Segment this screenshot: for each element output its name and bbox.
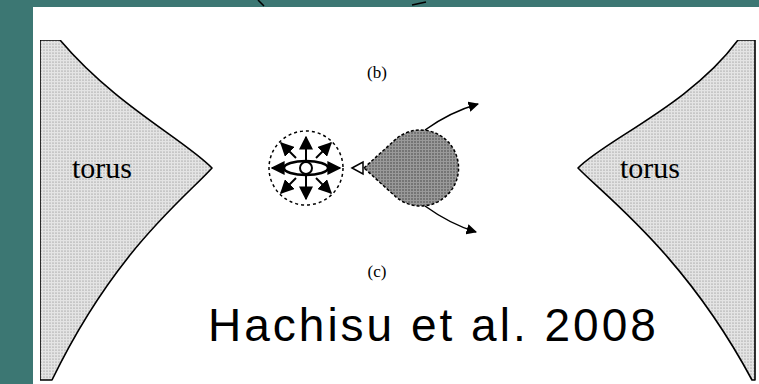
slide-band [0, 0, 759, 7]
region-label: torus [620, 153, 680, 183]
torus-shape [40, 40, 222, 382]
torus-region: torus [40, 40, 222, 382]
slide-band [0, 0, 33, 384]
region-label: torus [72, 153, 132, 183]
top-fragment [258, 0, 426, 6]
white-dwarf-system [269, 131, 363, 205]
panel-label: (c) [368, 263, 387, 280]
panel-label: (b) [367, 64, 387, 81]
companion-star [364, 104, 478, 232]
citation: Hachisu et al. 2008 [208, 302, 659, 348]
